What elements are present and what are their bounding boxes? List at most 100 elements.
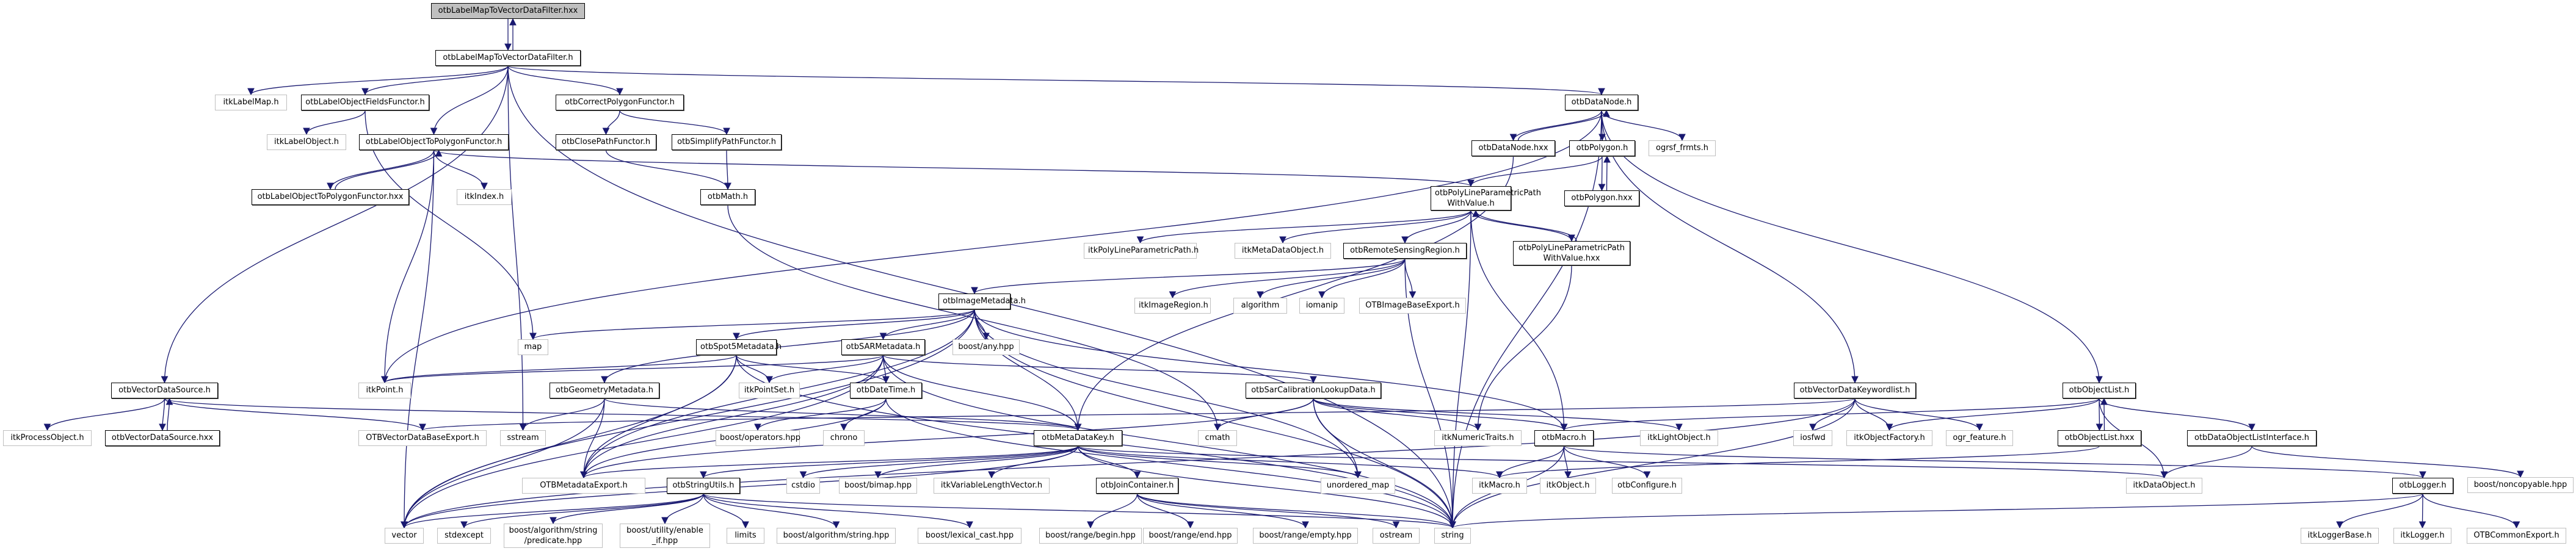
edge-polyLinePath-to-polyLinePathHxx — [1470, 210, 1575, 242]
edge-stringUtils-to-limits — [703, 493, 749, 529]
node-date-time[interactable]: otbDateTime.h — [850, 383, 922, 398]
edge-metaDataKey-to-unorderedMap — [1077, 445, 1362, 479]
node-ostream: ostream — [1373, 528, 1420, 544]
edge-polyLinePath-to-itkPolyLinePath — [1136, 210, 1471, 244]
node-vector: vector — [385, 528, 424, 544]
node-image-metadata[interactable]: otbImageMetadata.h — [938, 294, 1026, 309]
edge-correctPoly-to-closePath — [602, 110, 620, 135]
node-string-utils[interactable]: otbStringUtils.h — [667, 478, 740, 494]
node-boost-range-end: boost/range/end.hpp — [1143, 528, 1238, 544]
node-otb-logger[interactable]: otbLogger.h — [2392, 478, 2453, 494]
edge-dataNode-to-dataNodeHxx — [1509, 110, 1602, 142]
edge-objectListHxx-to-itkMacro — [1496, 445, 2100, 479]
node-correct-polygon-functor[interactable]: otbCorrectPolygonFunctor.h — [556, 95, 684, 110]
node-string: string — [1434, 528, 1471, 544]
node-iosfwd: iosfwd — [1793, 430, 1832, 446]
node-data-node[interactable]: otbDataNode.h — [1565, 95, 1638, 110]
edge-dateTime-to-string — [885, 398, 1456, 529]
edge-objectListHxx-to-objectList — [2100, 397, 2108, 431]
node-meta-data-key[interactable]: otbMetaDataKey.h — [1034, 430, 1122, 446]
node-otb-math[interactable]: otbMath.h — [700, 189, 755, 205]
edge-vectorDataSource-to-itkProcessObject — [43, 398, 165, 431]
node-vector-data-keywordlist[interactable]: otbVectorDataKeywordlist.h — [1794, 383, 1916, 398]
edge-vdKeywordlist-to-ogrFeature — [1854, 398, 1983, 431]
node-chrono: chrono — [823, 430, 865, 446]
node-simplify-path-functor[interactable]: otbSimplifyPathFunctor.h — [672, 134, 782, 150]
edge-rsRegion-to-imageMetadata — [971, 258, 1406, 295]
edge-objectList-to-itkObjectFactory — [1885, 398, 2100, 431]
node-itk-polyline-parametric-path: itkPolyLineParametricPath.h — [1084, 243, 1199, 259]
node-vector-data-base-export: OTBVectorDataBaseExport.h — [358, 430, 487, 446]
node-iomanip: iomanip — [1299, 298, 1344, 314]
edge-stringUtils-to-boostEnableIf — [661, 493, 704, 525]
edge-toPolyFunctor-to-itkPoint — [381, 149, 435, 384]
edge-correctPoly-to-simplifyPath — [619, 110, 730, 135]
edge-dataObjListIface-to-boostNoncopyable — [2251, 445, 2524, 478]
node-unordered-map: unordered_map — [1321, 478, 1395, 494]
edge-sarMetadata-to-itkPoint — [381, 355, 884, 384]
edge-filter_h-to-dataNode — [507, 65, 1605, 96]
edge-imageMetadata-to-otbMacro — [974, 309, 1568, 431]
edge-filter_h-to-toPolyFunctor — [430, 65, 509, 135]
node-join-container[interactable]: otbJoinContainer.h — [1096, 478, 1178, 494]
node-polygon-hxx[interactable]: otbPolygon.hxx — [1564, 190, 1639, 206]
edge-objectList-to-dataObjListIface — [2099, 398, 2255, 431]
node-polygon[interactable]: otbPolygon.h — [1569, 140, 1635, 156]
node-filter-header[interactable]: otbLabelMapToVectorDataFilter.h — [435, 50, 581, 66]
node-close-path-functor[interactable]: otbClosePathFunctor.h — [556, 134, 656, 150]
node-boost-lexical-cast: boost/lexical_cast.hpp — [918, 528, 1021, 544]
node-itk-light-object: itkLightObject.h — [1640, 430, 1718, 446]
node-itk-data-object: itkDataObject.h — [2126, 478, 2202, 494]
edge-vdKeywordlist-to-vector — [401, 398, 1856, 529]
edge-toPolyFunctor-to-toPolyFunctorHxx — [327, 149, 435, 190]
node-boost-noncopyable: boost/noncopyable.hpp — [2467, 477, 2574, 493]
node-data-object-list-interface[interactable]: otbDataObjectListInterface.h — [2187, 430, 2317, 446]
edge-imageMetadata-to-sarMetadata — [879, 309, 975, 340]
node-limits: limits — [727, 528, 764, 544]
edge-polygon-to-polyLinePath — [1467, 156, 1603, 187]
node-itk-logger: itkLogger.h — [2393, 528, 2451, 544]
edge-joinContainer-to-boostRangeEmpty — [1136, 493, 1309, 529]
edge-polyLinePathHxx-to-polyLinePath — [1472, 209, 1577, 242]
node-boost-utility-enable-if: boost/utility/enable_if.hpp — [620, 524, 710, 548]
node-sar-metadata[interactable]: otbSARMetadata.h — [841, 339, 925, 355]
node-geometry-metadata[interactable]: otbGeometryMetadata.h — [550, 383, 659, 398]
edge-metaDataKey-to-metadataExport — [580, 445, 1079, 479]
edge-filter_h-to-fieldsFunctor — [361, 65, 509, 96]
node-remote-sensing-region[interactable]: otbRemoteSensingRegion.h — [1343, 243, 1467, 259]
node-label-object-fields-functor[interactable]: otbLabelObjectFieldsFunctor.h — [301, 95, 429, 110]
node-itk-meta-data-object: itkMetaDataObject.h — [1235, 243, 1331, 259]
node-otb-macro[interactable]: otbMacro.h — [1534, 430, 1594, 446]
edge-sarCalib-to-metadataExport — [580, 398, 1314, 479]
edge-spot5-to-vector — [401, 355, 737, 529]
edge-vectorDataSource-to-vdBaseExport — [164, 398, 426, 431]
node-metadata-export: OTBMetadataExport.h — [522, 478, 645, 494]
edge-stringUtils-to-stdexcept — [460, 493, 704, 529]
node-boost-algorithm-string: boost/algorithm/string.hpp — [777, 528, 896, 544]
node-object-list-hxx[interactable]: otbObjectList.hxx — [2058, 430, 2141, 446]
edge-stringUtils-to-string — [703, 493, 1456, 529]
edge-geomMetadata-to-sstream — [519, 398, 605, 431]
node-common-export: OTBCommonExport.h — [2467, 528, 2566, 544]
node-spot5-metadata[interactable]: otbSpot5Metadata.h — [696, 339, 782, 355]
root-file-node[interactable]: otbLabelMapToVectorDataFilter.hxx — [431, 3, 585, 19]
node-data-node-hxx[interactable]: otbDataNode.hxx — [1471, 140, 1555, 156]
node-sar-calibration-lookup-data[interactable]: otbSarCalibrationLookupData.h — [1246, 383, 1381, 398]
edge-geomMetadata-to-metaDataKey — [604, 398, 1082, 431]
edge-sarCalib-to-unorderedMap — [1313, 398, 1362, 479]
edge-otbMacro-to-logger — [1563, 445, 2426, 479]
node-vector-data-source-hxx[interactable]: otbVectorDataSource.hxx — [105, 430, 220, 446]
node-label-object-to-polygon-functor-hxx[interactable]: otbLabelObjectToPolygonFunctor.hxx — [252, 189, 409, 205]
edge-otbMacro-to-itkObject — [1563, 445, 1572, 479]
node-object-list[interactable]: otbObjectList.h — [2063, 383, 2136, 398]
node-itk-image-region: itkImageRegion.h — [1134, 298, 1211, 314]
node-vector-data-source[interactable]: otbVectorDataSource.h — [111, 383, 218, 398]
edge-vectorDataSourceHxx-to-vectorDataSource — [165, 397, 173, 431]
edge-otbMacro-to-itkMacro — [1496, 445, 1565, 479]
edge-imageMetadata-to-metaDataKey — [974, 309, 1082, 431]
node-label-object-to-polygon-functor[interactable]: otbLabelObjectToPolygonFunctor.h — [359, 134, 509, 150]
node-itk-label-map: itkLabelMap.h — [215, 95, 287, 110]
edge-sarCalib-to-itkNumericTraits — [1313, 398, 1482, 431]
